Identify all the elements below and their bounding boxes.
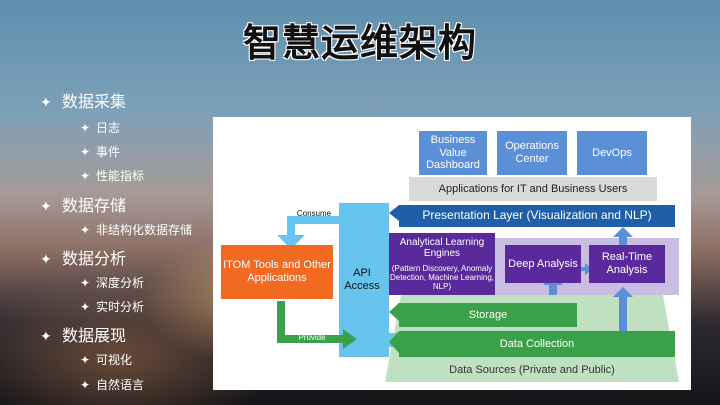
consume-arrow <box>277 216 339 249</box>
bullet-star-icon: ✦ <box>80 223 91 237</box>
bullet-item: ✦ 数据展现 <box>40 322 126 346</box>
applications-bar-shape <box>409 177 657 201</box>
bullet-item: ✦ 非结构化数据存储 <box>80 221 192 238</box>
deep-analysis-box: Deep Analysis <box>505 245 581 283</box>
bullet-text: 日志 <box>96 121 121 135</box>
bullet-item: ✦ 可视化 <box>80 351 132 368</box>
bullet-star-icon: ✦ <box>80 353 91 367</box>
bullet-item: ✦ 数据存储 <box>40 192 126 216</box>
data-sources-label: Data Sources (Private and Public) <box>449 363 615 376</box>
bullet-text: 数据采集 <box>62 92 127 111</box>
api-access-shape <box>339 203 399 357</box>
up-arrow-icon <box>613 287 633 331</box>
bullet-star-icon: ✦ <box>40 252 52 268</box>
bullet-item: ✦ 实时分析 <box>80 298 144 315</box>
bullet-star-icon: ✦ <box>80 378 91 392</box>
slide-title: 智慧运维架构 <box>242 21 477 65</box>
bullet-text: 数据分析 <box>62 249 127 268</box>
data-collection-label: Data Collection <box>499 337 575 350</box>
presentation-layer-label: Presentation Layer (Visualization and NL… <box>422 208 652 223</box>
itom-tools-box: ITOM Tools and Other Applications <box>221 245 333 299</box>
storage-label: Storage <box>468 308 508 321</box>
bullet-item: ✦ 数据分析 <box>40 245 126 269</box>
bullet-text: 可视化 <box>96 353 133 367</box>
bullet-item: ✦ 深度分析 <box>80 274 144 291</box>
realtime-analysis-box: Real-Time Analysis <box>589 245 665 283</box>
bullet-item: ✦ 性能指标 <box>80 167 144 184</box>
presentation-layer-shape <box>389 205 675 227</box>
bullet-star-icon: ✦ <box>80 145 91 159</box>
devops-box: DevOps <box>577 131 647 175</box>
bullet-star-icon: ✦ <box>80 276 91 290</box>
api-access-label: API Access <box>344 267 380 292</box>
bullet-text: 数据存储 <box>62 196 127 215</box>
bullet-star-icon: ✦ <box>40 199 52 215</box>
bullet-star-icon: ✦ <box>40 95 52 111</box>
bullet-text: 实时分析 <box>96 300 145 314</box>
operations-center-box: Operations Center <box>497 131 567 175</box>
bullet-item: ✦ 数据采集 <box>40 88 126 112</box>
bullet-item: ✦ 事件 <box>80 143 120 160</box>
bullet-text: 事件 <box>96 145 121 159</box>
analytical-engines-detail: (Pattern Discovery, Anomaly Detection, M… <box>389 263 495 292</box>
bullet-star-icon: ✦ <box>40 329 52 345</box>
provide-arrow <box>277 301 357 349</box>
storage-shape <box>389 303 577 327</box>
data-collection-shape <box>389 331 675 357</box>
architecture-diagram: Business Value Dashboard Operations Cent… <box>213 117 691 390</box>
bullet-text: 非结构化数据存储 <box>96 223 193 237</box>
applications-bar-label: Applications for IT and Business Users <box>438 182 628 195</box>
analytical-learning-engines-box: Analytical Learning Engines (Pattern Dis… <box>389 233 495 295</box>
provide-label: Provide <box>298 333 326 343</box>
bullet-star-icon: ✦ <box>80 300 91 314</box>
bullet-item: ✦ 日志 <box>80 119 120 136</box>
bullet-item: ✦ 自然语言 <box>80 376 144 393</box>
bullet-star-icon: ✦ <box>80 121 91 135</box>
bullet-text: 性能指标 <box>96 169 145 183</box>
bullet-text: 深度分析 <box>96 276 145 290</box>
up-arrow-icon <box>613 227 633 245</box>
consume-label: Consume <box>296 209 332 219</box>
bullet-text: 自然语言 <box>96 378 145 392</box>
bullet-text: 数据展现 <box>62 326 127 345</box>
business-value-dashboard-box: Business Value Dashboard <box>419 131 487 175</box>
bullet-star-icon: ✦ <box>80 169 91 183</box>
analytical-engines-title: Analytical Learning Engines <box>399 236 485 260</box>
